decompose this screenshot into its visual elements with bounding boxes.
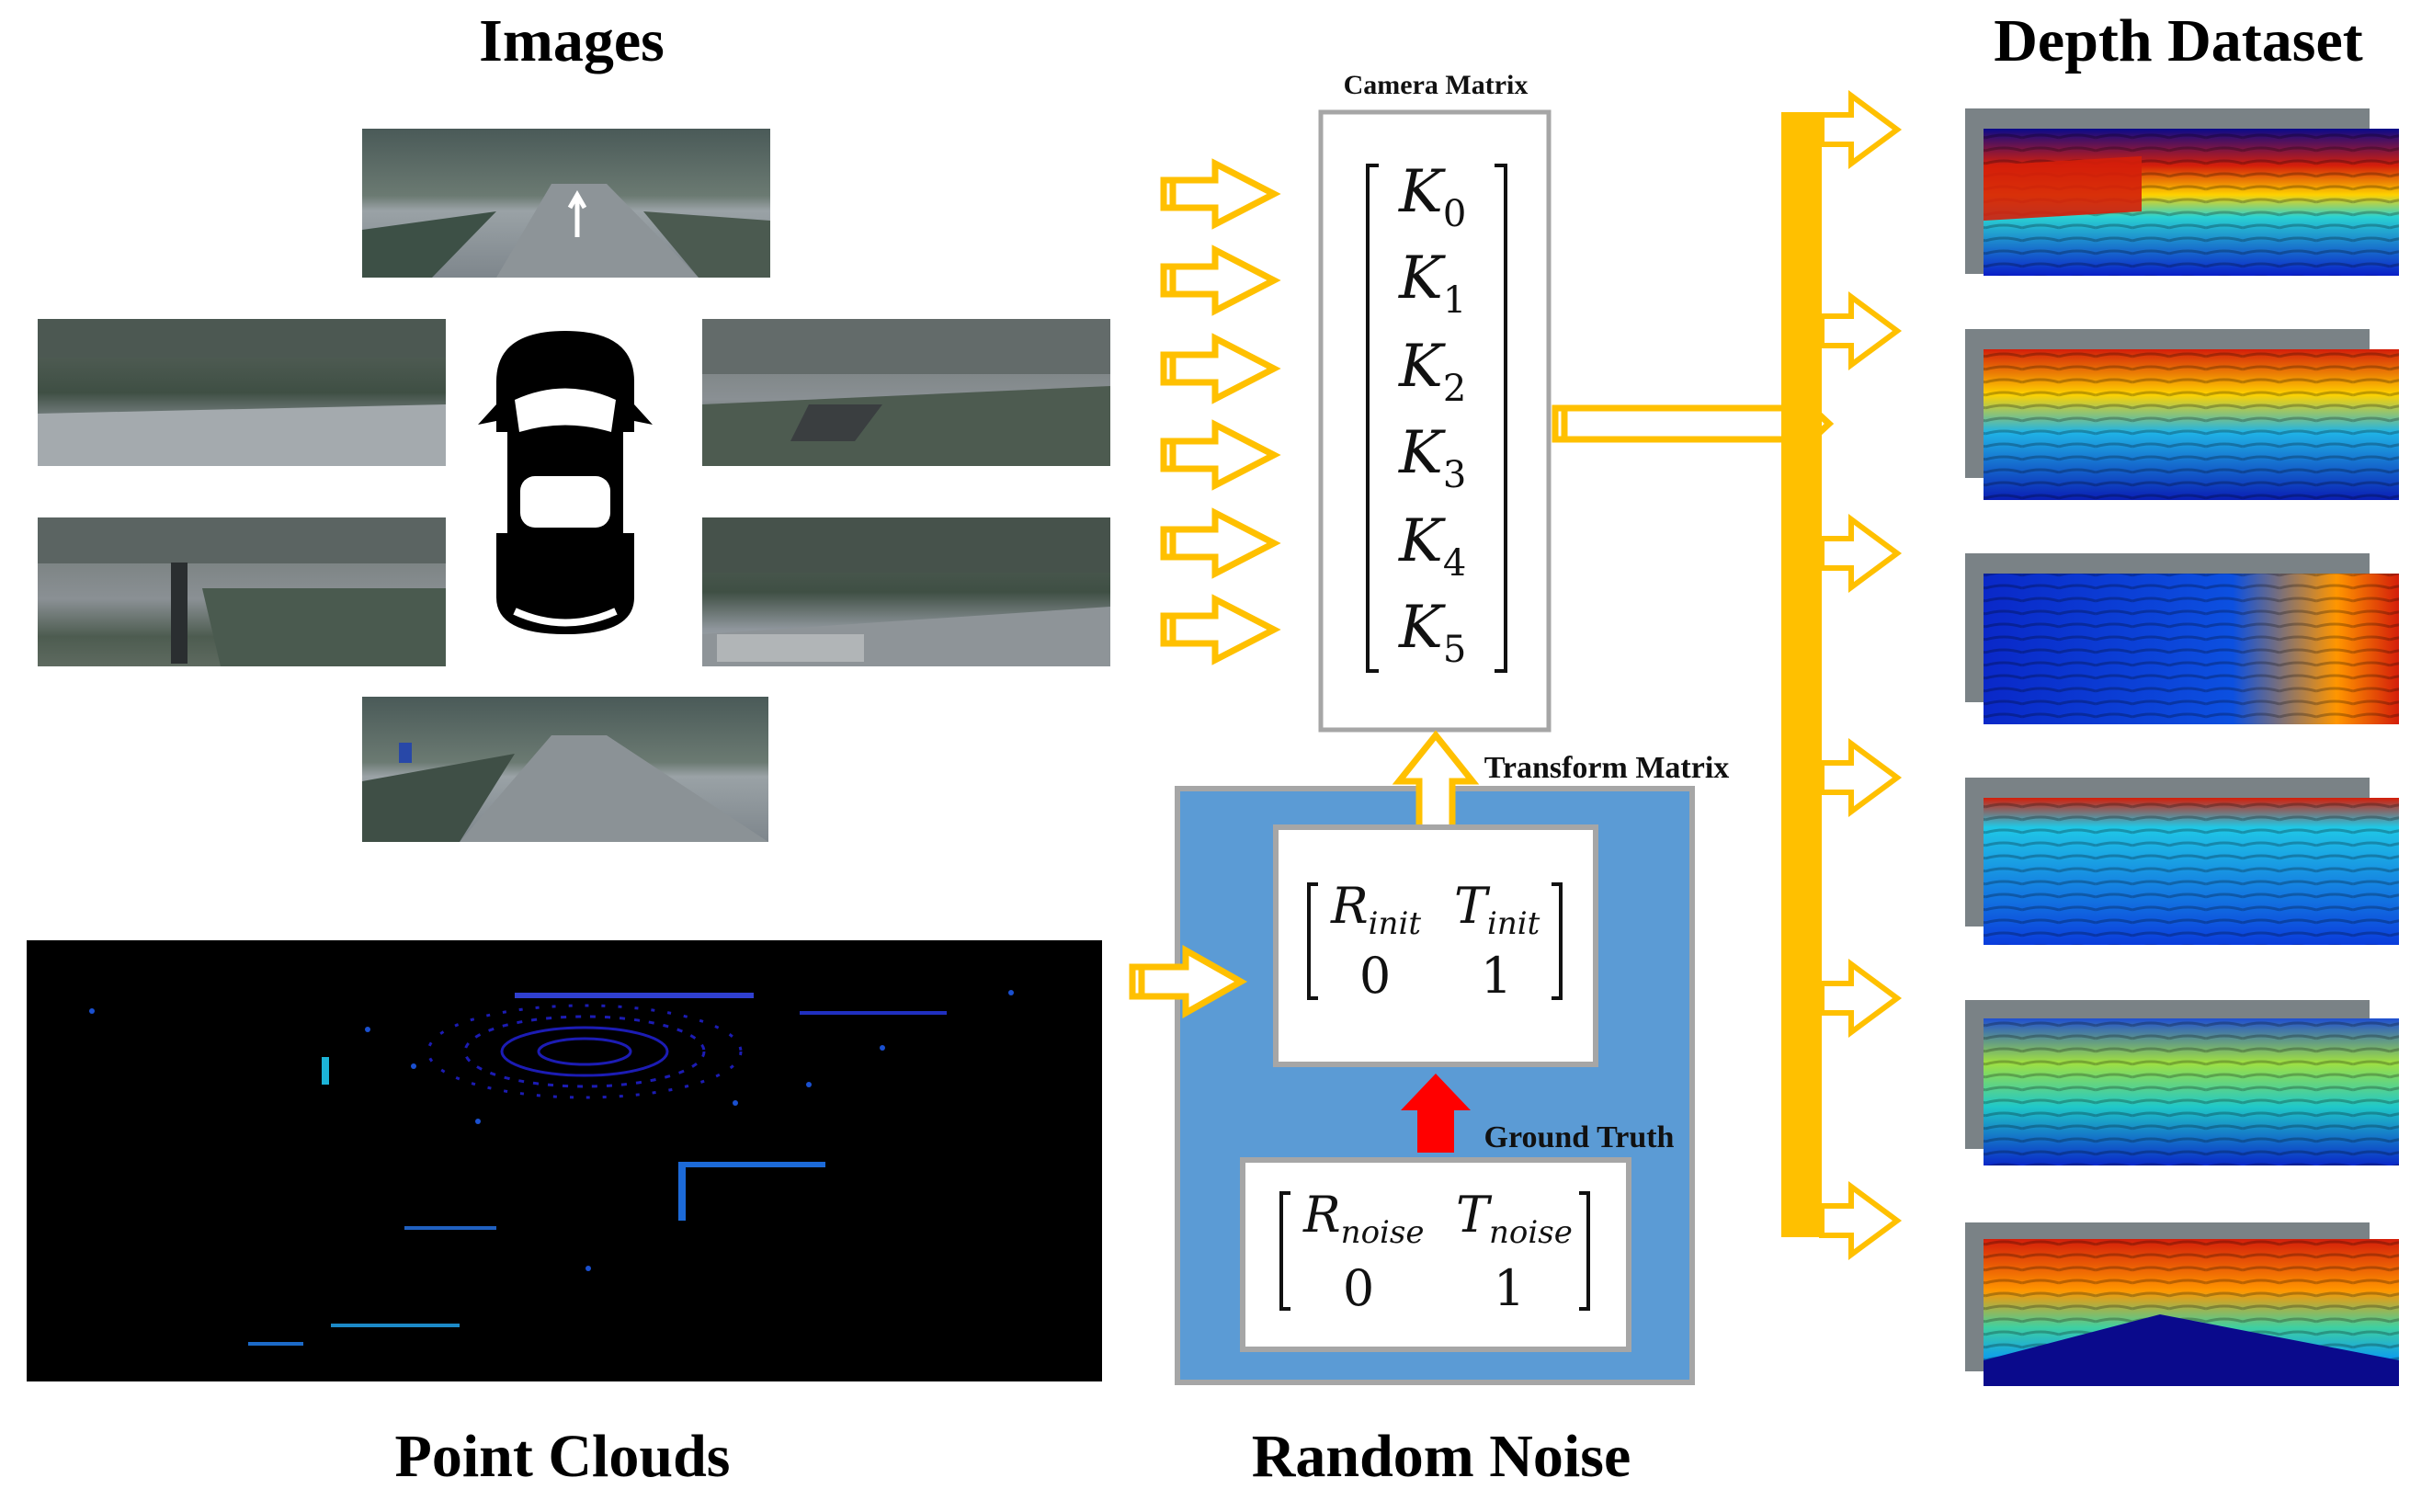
ground-truth-label: Ground Truth	[1484, 1120, 1675, 1154]
init-r: Rinit	[1330, 877, 1421, 942]
matrix-entry-k2: K2	[1398, 333, 1466, 410]
camera-image-back-left	[38, 517, 446, 666]
arrow-to-depth-3	[1819, 738, 1903, 817]
camera-image-front-right	[702, 319, 1110, 466]
camera-matrix-box	[1318, 109, 1552, 733]
matrix-entry-k1: K1	[1398, 244, 1466, 322]
random-noise-title: Random Noise	[1252, 1423, 1631, 1490]
arrow-k0	[1160, 158, 1281, 230]
arrow-k3	[1160, 419, 1281, 491]
depth-output-arrows	[1819, 90, 1903, 1260]
matrix-entry-k4: K4	[1398, 507, 1466, 585]
noise-zero: 0	[1343, 1259, 1374, 1317]
arrow-k5	[1160, 594, 1281, 665]
noise-r: Rnoise	[1302, 1186, 1424, 1251]
camera-image-front-left	[38, 319, 446, 466]
matrix-entry-k5: K5	[1398, 594, 1466, 671]
depth-image-0	[1965, 108, 2399, 276]
init-t: Tinit	[1454, 877, 1540, 942]
noise-one: 1	[1494, 1259, 1525, 1317]
noise-matrix-brackets	[1279, 1191, 1590, 1311]
camera-image-back	[362, 697, 768, 842]
init-one: 1	[1481, 947, 1512, 1005]
arrow-k1	[1160, 244, 1281, 316]
init-matrix-brackets	[1307, 882, 1563, 1000]
distribution-bus	[1781, 112, 1822, 1237]
depth-image-4	[1965, 1000, 2399, 1165]
matrix-entry-k3: K3	[1398, 419, 1466, 496]
depth-dataset-title: Depth Dataset	[1994, 7, 2362, 74]
arrow-to-depth-5	[1819, 1181, 1903, 1260]
noise-matrix-box	[1240, 1157, 1631, 1352]
car-icon	[478, 331, 653, 634]
arrow-to-depth-1	[1819, 291, 1903, 370]
depth-image-1	[1965, 329, 2399, 500]
ground-truth-arrow	[1401, 1074, 1471, 1153]
images-title: Images	[479, 7, 665, 74]
depth-image-5	[1965, 1222, 2399, 1386]
arrow-to-depth-4	[1819, 959, 1903, 1038]
camera-matrix-entries: K0 K1 K2 K3 K4 K5	[1398, 158, 1466, 671]
camera-image-front	[362, 129, 770, 278]
noise-t: Tnoise	[1456, 1186, 1573, 1251]
matrix-entry-k0: K0	[1398, 158, 1466, 235]
init-matrix-box	[1273, 824, 1598, 1067]
depth-image-2	[1965, 553, 2399, 724]
point-clouds-title: Point Clouds	[395, 1423, 731, 1490]
depth-image-3	[1965, 778, 2399, 945]
arrow-to-depth-2	[1819, 514, 1903, 593]
image-input-arrows	[1160, 158, 1281, 665]
camera-matrix-label: Camera Matrix	[1344, 70, 1529, 100]
camera-image-back-right	[702, 517, 1110, 666]
transform-matrix-label: Transform Matrix	[1484, 751, 1730, 785]
arrow-k4	[1160, 507, 1281, 579]
camera-matrix-brackets	[1366, 164, 1507, 673]
arrow-k2	[1160, 333, 1281, 404]
init-zero: 0	[1359, 947, 1391, 1005]
point-cloud-image	[27, 940, 1102, 1381]
arrow-to-depth-0	[1819, 90, 1903, 169]
